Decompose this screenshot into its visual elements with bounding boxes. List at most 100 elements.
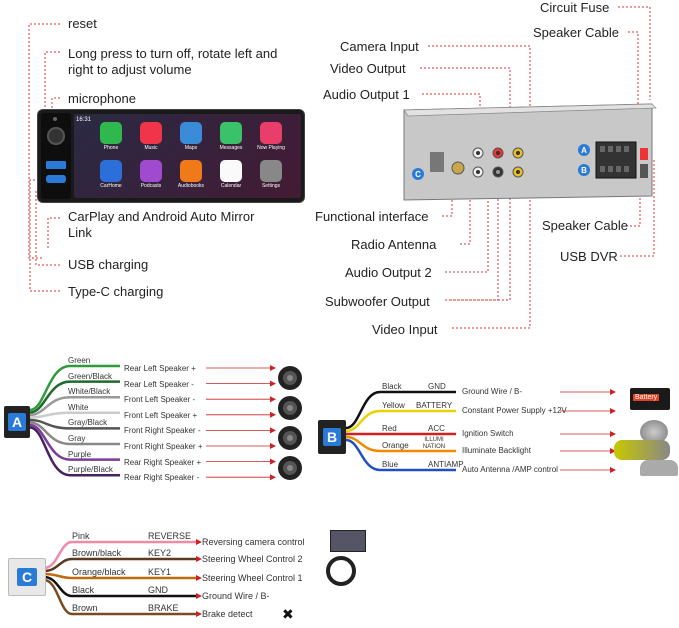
speaker-icon-2 bbox=[278, 426, 302, 450]
wire-b-4 bbox=[345, 438, 456, 472]
app-carhome[interactable]: CarHome bbox=[92, 158, 130, 194]
app-messages[interactable]: Messages bbox=[212, 120, 250, 156]
badge-c: C bbox=[412, 168, 424, 180]
app-icon bbox=[100, 160, 122, 182]
arrowhead-c-1 bbox=[196, 556, 202, 562]
app-audiobooks[interactable]: Audiobooks bbox=[172, 158, 210, 194]
speaker-cable-bottom-label: Speaker Cable bbox=[542, 218, 628, 233]
wire-a-color-3: White bbox=[68, 402, 89, 412]
app-maps[interactable]: Maps bbox=[172, 120, 210, 156]
wire-a-signal-2: Front Left Speaker - bbox=[124, 395, 196, 405]
app-music[interactable]: Music bbox=[132, 120, 170, 156]
badge-b: B bbox=[578, 164, 590, 176]
wire-a-6 bbox=[29, 423, 120, 461]
badge-a: A bbox=[578, 144, 590, 156]
wire-c-signal-3: Ground Wire / B- bbox=[202, 591, 270, 601]
wire-a-color-5: Gray bbox=[68, 434, 86, 443]
app-icon bbox=[220, 160, 242, 182]
arrowhead-a-3 bbox=[270, 411, 276, 418]
arrowhead-a-7 bbox=[270, 474, 276, 481]
wire-b-color-2: Red bbox=[382, 424, 397, 433]
wire-b-signal-2: Ignition Switch bbox=[462, 429, 514, 438]
arrowhead-a-6 bbox=[270, 458, 276, 465]
app-icon bbox=[220, 122, 242, 144]
wire-a-4 bbox=[29, 418, 120, 430]
connector-a-label: A bbox=[7, 413, 27, 431]
app-icon bbox=[180, 122, 202, 144]
microphone-label: microphone bbox=[68, 91, 136, 106]
speaker-icon-1 bbox=[278, 396, 302, 420]
app-now-playing[interactable]: Now Playing bbox=[252, 120, 290, 156]
wire-c-pin-0: REVERSE bbox=[148, 531, 192, 541]
wire-b-pin-4: ANTIAMP bbox=[428, 460, 464, 469]
app-phone[interactable]: Phone bbox=[92, 120, 130, 156]
wire-b-signal-4: Auto Antenna /AMP control bbox=[462, 465, 558, 474]
headlight-icon bbox=[614, 440, 670, 460]
wire-a-color-6: Purple bbox=[68, 449, 92, 459]
wire-a-signal-3: Front Left Speaker + bbox=[124, 410, 198, 420]
wire-c-color-1: Brown/black bbox=[72, 548, 122, 558]
wire-c-4 bbox=[43, 578, 196, 616]
connector-b-label: B bbox=[322, 428, 342, 446]
arrowhead-b-2 bbox=[610, 431, 616, 437]
wire-c-pin-2: KEY1 bbox=[148, 567, 172, 577]
app-calendar[interactable]: Calendar bbox=[212, 158, 250, 194]
wire-a-signal-6: Rear Right Speaker + bbox=[124, 457, 202, 467]
wire-b-signal-1: Constant Power Supply +12V bbox=[462, 406, 567, 415]
wire-a-signal-7: Rear Right Speaker - bbox=[124, 473, 200, 483]
battery-label: Battery bbox=[633, 394, 660, 401]
screen-time: 16:31 bbox=[76, 117, 92, 123]
wire-a-signal-5: Front Right Speaker + bbox=[124, 442, 203, 451]
carplay-label: CarPlay and Android Auto Mirror Link bbox=[68, 209, 255, 240]
usb-port-icon bbox=[46, 161, 66, 169]
wire-b-pin-0: GND bbox=[428, 382, 446, 391]
wire-c-signal-2: Steering Wheel Control 1 bbox=[202, 573, 303, 583]
wire-b-pin-3: ILLUMI NATION bbox=[422, 437, 446, 450]
volume-knob-icon[interactable] bbox=[47, 127, 65, 145]
typec-port-icon bbox=[46, 175, 66, 183]
app-label: Phone bbox=[103, 145, 119, 151]
arrowhead-c-3 bbox=[196, 593, 202, 599]
wire-b-pin-2: ACC bbox=[428, 424, 445, 433]
wire-a-1 bbox=[29, 380, 120, 414]
wire-b-signal-3: Illuminate Backlight bbox=[462, 446, 531, 455]
arrowhead-a-4 bbox=[270, 427, 276, 434]
arrowhead-b-3 bbox=[610, 448, 616, 454]
app-settings[interactable]: Settings bbox=[252, 158, 290, 194]
wire-a-7 bbox=[29, 426, 120, 477]
connector-c-label: C bbox=[16, 568, 38, 586]
app-label: Maps bbox=[184, 145, 198, 151]
speaker-icon-0 bbox=[278, 366, 302, 390]
wire-c-2 bbox=[43, 572, 196, 580]
arrowhead-b-0 bbox=[610, 389, 616, 395]
circuit-fuse-label: Circuit Fuse bbox=[540, 0, 610, 15]
arrowhead-c-4 bbox=[196, 611, 202, 617]
arrowhead-a-0 bbox=[270, 365, 276, 371]
wire-c-1 bbox=[43, 557, 196, 573]
speaker-icon-3 bbox=[278, 456, 302, 480]
app-label: Audiobooks bbox=[177, 183, 205, 189]
wire-b-color-0: Black bbox=[382, 382, 402, 391]
wire-b-color-4: Blue bbox=[382, 460, 399, 469]
typec-charging-label: Type-C charging bbox=[68, 284, 164, 299]
mic-icon bbox=[53, 117, 57, 121]
app-icon bbox=[260, 160, 282, 182]
reset-label: reset bbox=[68, 16, 97, 31]
wire-a-color-0: Green bbox=[68, 356, 91, 365]
wire-b-pin-1: BATTERY bbox=[416, 401, 453, 410]
wire-c-pin-1: KEY2 bbox=[148, 548, 172, 558]
wire-a-color-4: Gray/Black bbox=[68, 418, 108, 428]
wire-c-pin-3: GND bbox=[148, 585, 168, 595]
wire-a-signal-0: Rear Left Speaker + bbox=[124, 364, 196, 373]
radio-antenna-label: Radio Antenna bbox=[351, 237, 437, 252]
app-icon bbox=[140, 160, 162, 182]
wire-b-1 bbox=[345, 409, 456, 433]
app-label: CarHome bbox=[100, 183, 122, 189]
wire-b-color-1: Yellow bbox=[382, 401, 405, 410]
app-podcasts[interactable]: Podcasts bbox=[132, 158, 170, 194]
connector-a: A bbox=[4, 406, 30, 438]
wire-b-3 bbox=[345, 435, 456, 453]
